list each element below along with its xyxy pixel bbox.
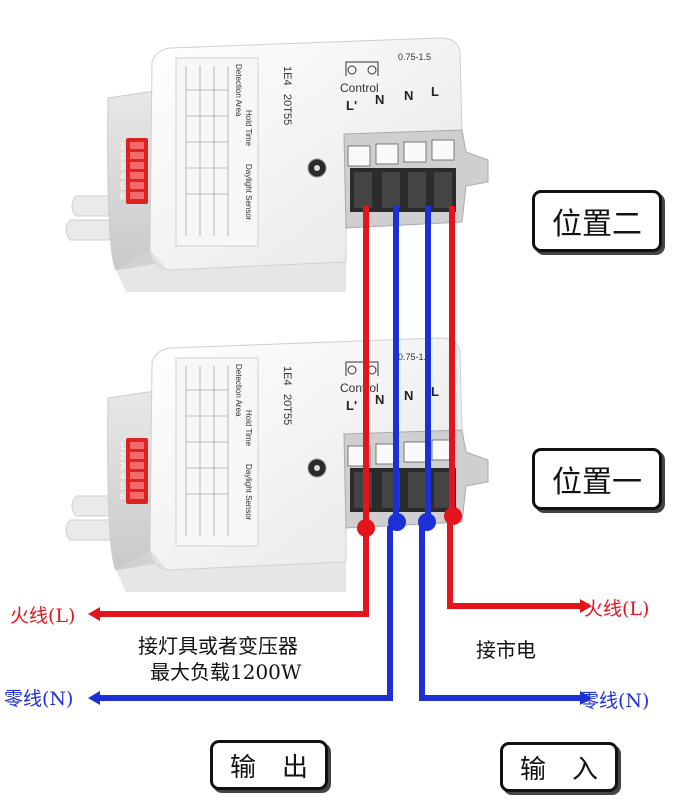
spec-label-plate xyxy=(175,357,259,547)
code-text: 20T55 xyxy=(281,94,293,125)
neutral-wire-label-left: 零线(N) xyxy=(4,688,74,710)
dip-number-6: 6 xyxy=(120,491,125,501)
position-2-label: 位置二 xyxy=(532,190,662,252)
dip-number-2: 2 xyxy=(120,151,125,161)
junction-neutral-input xyxy=(418,513,436,531)
dip-switch-keys xyxy=(130,142,144,199)
terminal-label-Lp: L' xyxy=(346,398,357,413)
terminal-label-L: L xyxy=(431,84,439,99)
terminal-label-N2: N xyxy=(404,388,413,403)
housing-bottom-face xyxy=(116,550,346,592)
dip-number-4: 4 xyxy=(120,471,125,481)
wire-arrowheads xyxy=(88,599,592,705)
position-1-label: 位置一 xyxy=(532,448,662,510)
side-label-detection: Detection Area xyxy=(234,364,243,417)
terminal-label-N1: N xyxy=(375,392,384,407)
terminal-diagram xyxy=(345,361,379,376)
dip-number-4: 4 xyxy=(120,171,125,181)
spec-label-grid xyxy=(185,66,229,236)
wire-gauge-text: 0.75-1.5 xyxy=(398,352,431,362)
sensor-unit-position-2: Detection Area Hold Time Daylight Sensor… xyxy=(65,37,489,292)
side-label-hold: Hold Time xyxy=(244,410,253,447)
mains-label: 接市电 xyxy=(476,638,536,662)
load-description-line2: 最大负载1200W xyxy=(150,660,302,684)
junction-live-input xyxy=(444,507,462,525)
dip-number-5: 5 xyxy=(120,181,125,191)
dip-number-1: 1 xyxy=(120,441,125,451)
junction-neutral-output xyxy=(388,513,406,531)
side-label-hold: Hold Time xyxy=(244,110,253,147)
spec-label-grid xyxy=(185,366,229,536)
wire-live-output xyxy=(100,206,369,617)
dip-number-1: 1 xyxy=(120,141,125,151)
side-label-detection: Detection Area xyxy=(234,64,243,117)
dip-switch-keys xyxy=(130,442,144,499)
terminal-label-L: L xyxy=(431,384,439,399)
spec-label-plate xyxy=(175,57,259,247)
load-description-line1: 接灯具或者变压器 xyxy=(138,634,298,658)
control-text: Control xyxy=(340,81,379,95)
terminal-label-N1: N xyxy=(375,92,384,107)
dip-number-3: 3 xyxy=(120,161,125,171)
code-text: 20T55 xyxy=(281,394,293,425)
wire-gauge-text: 0.75-1.5 xyxy=(398,52,431,62)
control-text: Control xyxy=(340,381,379,395)
arrow-neutral-right-icon xyxy=(580,691,592,705)
model-text: 1E4 xyxy=(281,66,293,86)
terminal-label-Lp: L' xyxy=(346,98,357,113)
side-label-daylight: Daylight Sensor xyxy=(244,164,253,221)
live-wire-label-right: 火线(L) xyxy=(584,598,650,620)
junction-points xyxy=(357,507,462,537)
neutral-wire-label-right: 零线(N) xyxy=(580,690,650,712)
dip-number-6: 6 xyxy=(120,191,125,201)
live-wire-label-left: 火线(L) xyxy=(10,605,76,627)
output-label: 输 出 xyxy=(210,740,328,790)
arrow-neutral-left-icon xyxy=(88,691,100,705)
model-text: 1E4 xyxy=(281,366,293,386)
dip-number-3: 3 xyxy=(120,461,125,471)
terminal-screws xyxy=(347,139,456,212)
terminal-diagram xyxy=(345,61,379,76)
housing-bottom-face xyxy=(116,250,346,292)
wire-live-input xyxy=(447,206,580,609)
arrow-live-right-icon xyxy=(580,599,592,613)
arrow-live-left-icon xyxy=(88,607,100,621)
wire-neutral-output xyxy=(100,206,399,701)
junction-live-output xyxy=(357,519,375,537)
dip-number-5: 5 xyxy=(120,481,125,491)
dip-number-2: 2 xyxy=(120,451,125,461)
input-label: 输 入 xyxy=(500,742,618,792)
terminal-label-N2: N xyxy=(404,88,413,103)
side-label-daylight: Daylight Sensor xyxy=(244,464,253,521)
